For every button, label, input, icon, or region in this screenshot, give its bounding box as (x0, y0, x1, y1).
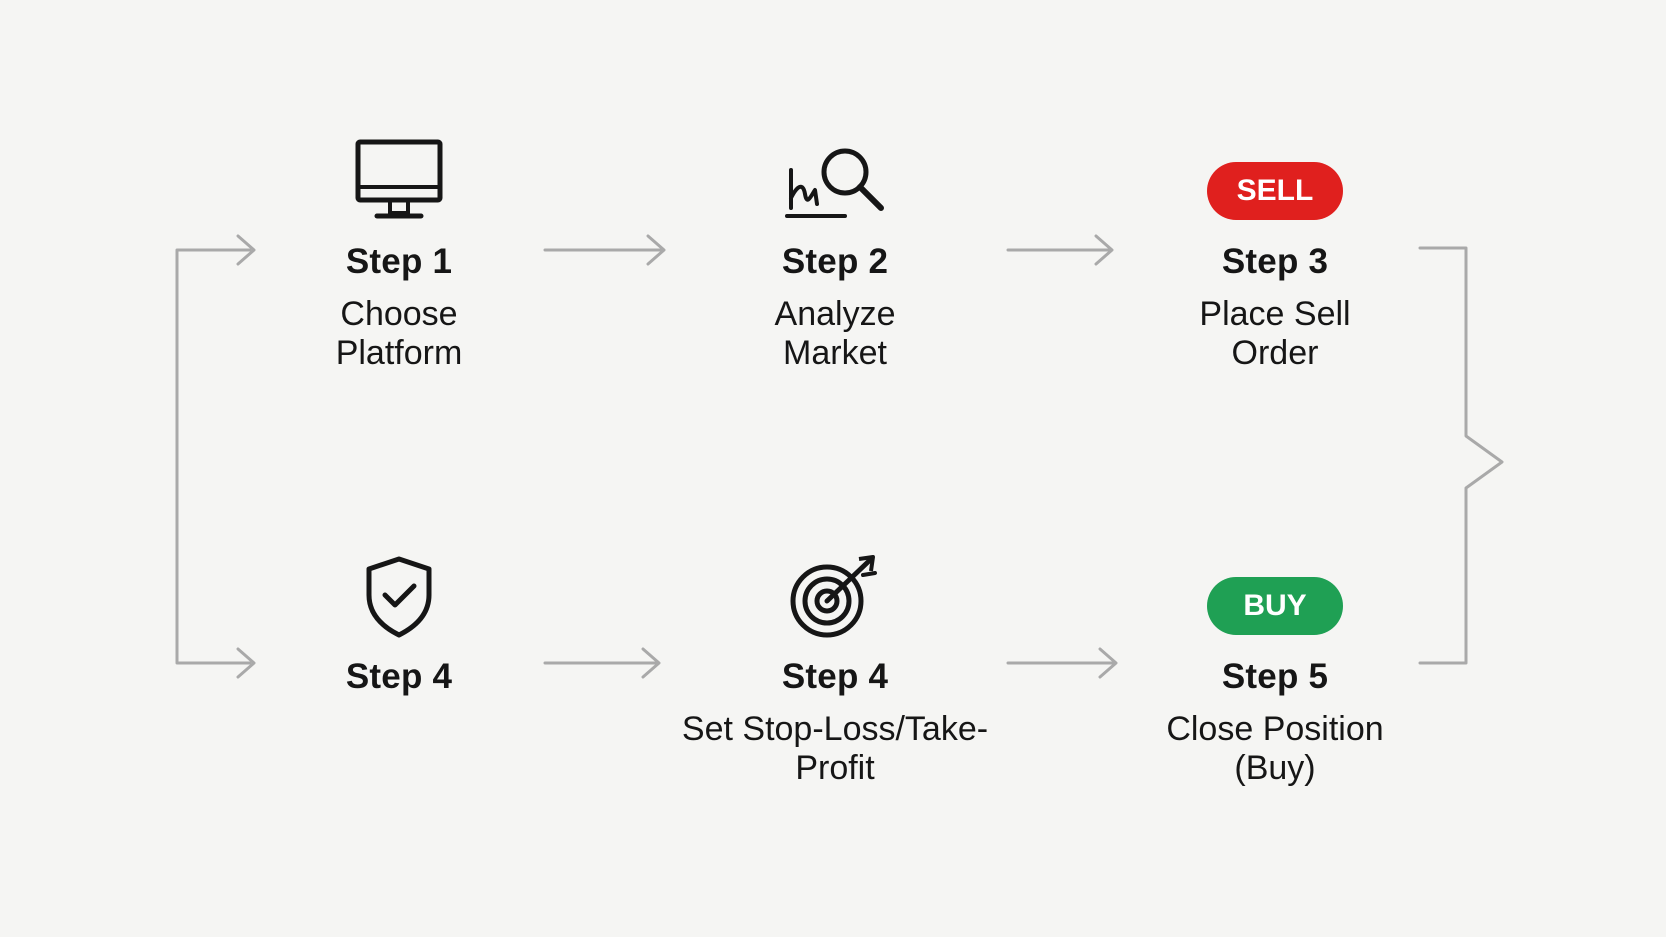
chart-search-icon (655, 140, 1015, 224)
step-description: Set Stop-Loss/Take- Profit (681, 710, 989, 787)
step-choose-platform: Step 1 Choose Platform (219, 139, 579, 373)
step-title: Step 2 (781, 242, 889, 281)
step-set-stop-loss: Step 4 Set Stop-Loss/Take- Profit (655, 555, 1015, 788)
step-description: Analyze Market (774, 295, 896, 372)
arrow-step4-to-step4b (543, 647, 661, 679)
step-description: Close Position (Buy) (1166, 710, 1384, 787)
right-bracket-line (1418, 246, 1504, 665)
sell-badge-label: SELL (1207, 162, 1343, 220)
step-4-shield: Step 4 (219, 555, 579, 710)
step-description: Place Sell Order (1199, 295, 1351, 372)
monitor-icon (219, 139, 579, 224)
target-arrow-icon (655, 555, 1015, 639)
step-title: Step 3 (1221, 242, 1329, 281)
step-title: Step 1 (345, 242, 453, 281)
arrowhead-into-step-1 (236, 234, 256, 266)
buy-badge: BUY (1095, 555, 1455, 639)
arrow-step1-to-step2 (543, 234, 666, 266)
step-title: Step 4 (781, 657, 889, 696)
shield-check-icon (219, 555, 579, 639)
arrow-step2-to-step3 (1006, 234, 1114, 266)
step-title: Step 5 (1221, 657, 1329, 696)
left-bracket-line (175, 248, 252, 665)
step-place-sell-order: SELL Step 3 Place Sell Order (1095, 140, 1455, 373)
step-analyze-market: Step 2 Analyze Market (655, 140, 1015, 373)
sell-badge: SELL (1095, 140, 1455, 224)
arrow-step4b-to-step5 (1006, 647, 1118, 679)
step-close-position: BUY Step 5 Close Position (Buy) (1095, 555, 1455, 788)
buy-badge-label: BUY (1207, 577, 1343, 635)
step-description: Choose Platform (335, 295, 463, 372)
step-title: Step 4 (345, 657, 453, 696)
arrowhead-into-step-4 (236, 647, 256, 679)
